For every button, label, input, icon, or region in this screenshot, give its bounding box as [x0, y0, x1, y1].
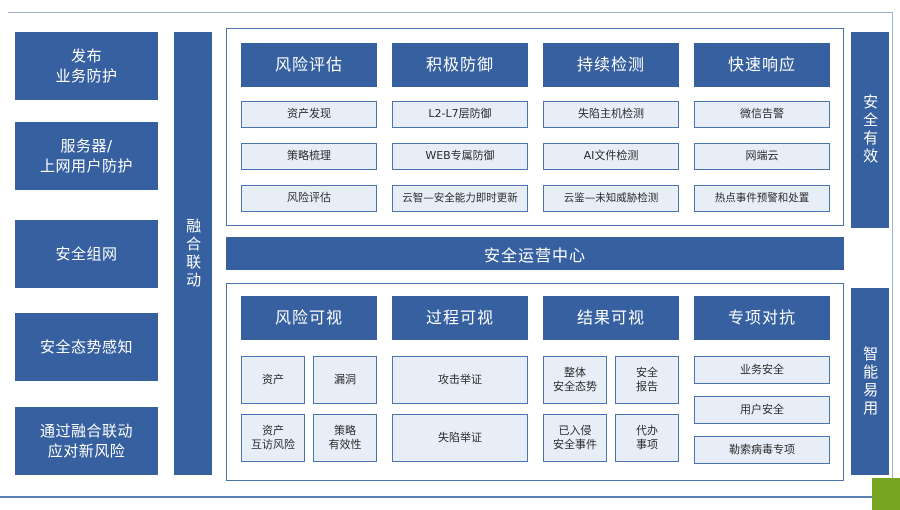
left-tile-line1: 发布 — [70, 46, 102, 65]
header-label: 结果可视 — [576, 308, 645, 328]
header-label: 风险可视 — [274, 308, 343, 328]
left-tile-line2: 上网用户防护 — [39, 157, 133, 175]
right-spine-security-effective[interactable]: 安全有效 — [851, 32, 889, 228]
header-label: 持续检测 — [576, 55, 645, 75]
left-tile-new-risk[interactable]: 通过融合联动 应对新风险 — [15, 407, 158, 475]
cell-line1: 漏洞 — [334, 372, 356, 386]
left-tile-line1: 安全态势感知 — [39, 337, 133, 356]
header-label: 过程可视 — [425, 308, 494, 328]
left-tile-publish[interactable]: 发布 业务防护 — [15, 32, 158, 100]
bottom-cell-security-report[interactable]: 安全 报告 — [615, 356, 679, 404]
top-cell[interactable]: 热点事件预警和处置 — [694, 185, 830, 212]
left-tile-situation-awareness[interactable]: 安全态势感知 — [15, 313, 158, 381]
top-cell[interactable]: 资产发现 — [241, 101, 377, 128]
top-cell[interactable]: L2-L7层防御 — [392, 101, 528, 128]
top-col-header-active-defense[interactable]: 积极防御 — [392, 43, 528, 87]
cell-line1: 已入侵 — [558, 423, 592, 437]
top-cell[interactable]: 策略梳理 — [241, 143, 377, 170]
green-accent-block — [872, 478, 900, 510]
right-spine-top-label: 安全有效 — [861, 94, 880, 166]
frame-line-top — [8, 12, 893, 13]
bottom-cell-business-security[interactable]: 业务安全 — [694, 356, 830, 384]
cell-line1: 策略 — [334, 423, 356, 437]
center-spine-fusion-linkage[interactable]: 融合联动 — [174, 32, 212, 475]
bottom-cell-intruded-events[interactable]: 已入侵 安全事件 — [543, 414, 607, 462]
bottom-col-header-risk-visible[interactable]: 风险可视 — [241, 296, 377, 340]
top-cell[interactable]: WEB专属防御 — [392, 143, 528, 170]
bottom-col-header-result-visible[interactable]: 结果可视 — [543, 296, 679, 340]
header-label: 积极防御 — [425, 55, 494, 75]
top-cell[interactable]: AI文件检测 — [543, 143, 679, 170]
header-label: 风险评估 — [274, 55, 343, 75]
bottom-cell-asset[interactable]: 资产 — [241, 356, 305, 404]
soc-bar[interactable]: 安全运营中心 — [226, 237, 844, 270]
left-tile-server-user[interactable]: 服务器/ 上网用户防护 — [15, 122, 158, 190]
bottom-cell-user-security[interactable]: 用户安全 — [694, 396, 830, 424]
top-cell[interactable]: 失陷主机检测 — [543, 101, 679, 128]
top-cell[interactable]: 风险评估 — [241, 185, 377, 212]
top-cell[interactable]: 云鉴—未知威胁检测 — [543, 185, 679, 212]
cell-label: 业务安全 — [740, 362, 784, 376]
cell-label: 网端云 — [745, 149, 779, 163]
right-spine-smart-easy[interactable]: 智能易用 — [851, 288, 889, 475]
cell-label: L2-L7层防御 — [428, 107, 492, 121]
cell-line2: 互访风险 — [251, 438, 295, 451]
cell-line2: 有效性 — [328, 438, 362, 451]
top-cell[interactable]: 网端云 — [694, 143, 830, 170]
cell-line1: 资产 — [262, 423, 284, 437]
cell-label: 热点事件预警和处置 — [714, 191, 810, 204]
cell-line2: 事项 — [636, 438, 658, 451]
bottom-cell-overall-posture[interactable]: 整体 安全态势 — [543, 356, 607, 404]
frame-line-right — [892, 12, 893, 498]
header-label: 快速响应 — [727, 55, 796, 75]
cell-label: WEB专属防御 — [425, 149, 495, 163]
bottom-cell-ransomware-special[interactable]: 勒索病毒专项 — [694, 436, 830, 464]
cell-label: 风险评估 — [287, 191, 331, 205]
cell-label: 微信告警 — [740, 107, 784, 121]
bottom-cell-todo-items[interactable]: 代办 事项 — [615, 414, 679, 462]
cell-line2: 安全事件 — [553, 438, 597, 451]
cell-label: 用户安全 — [740, 402, 784, 416]
bottom-cell-attack-evidence[interactable]: 攻击举证 — [392, 356, 528, 404]
top-cell[interactable]: 微信告警 — [694, 101, 830, 128]
bottom-cell-compromise-evidence[interactable]: 失陷举证 — [392, 414, 528, 462]
cell-label: 勒索病毒专项 — [729, 442, 795, 456]
left-tile-line2: 应对新风险 — [47, 442, 126, 460]
bottom-cell-asset-mutual-risk[interactable]: 资产 互访风险 — [241, 414, 305, 462]
right-spine-bottom-label: 智能易用 — [861, 345, 880, 418]
cell-label: 攻击举证 — [438, 372, 482, 386]
center-spine-label: 融合联动 — [184, 217, 203, 290]
cell-line1: 安全 — [636, 365, 658, 379]
header-label: 专项对抗 — [727, 308, 796, 328]
left-tile-line1: 通过融合联动 — [39, 421, 133, 440]
left-tile-secure-network[interactable]: 安全组网 — [15, 220, 158, 288]
top-col-header-rapid-response[interactable]: 快速响应 — [694, 43, 830, 87]
top-col-header-continuous-detection[interactable]: 持续检测 — [543, 43, 679, 87]
cell-label: 失陷主机检测 — [578, 107, 644, 121]
top-col-header-risk-assessment[interactable]: 风险评估 — [241, 43, 377, 87]
bottom-col-header-process-visible[interactable]: 过程可视 — [392, 296, 528, 340]
cell-line1: 整体 — [564, 365, 586, 379]
bottom-cell-policy-effectiveness[interactable]: 策略 有效性 — [313, 414, 377, 462]
cell-label: 失陷举证 — [438, 430, 482, 444]
frame-line-bottom — [0, 496, 893, 498]
cell-label: 资产发现 — [287, 107, 331, 121]
cell-label: AI文件检测 — [583, 149, 639, 163]
left-tile-line1: 安全组网 — [55, 244, 118, 263]
cell-label: 云鉴—未知威胁检测 — [563, 191, 659, 204]
cell-label: 云智—安全能力即时更新 — [402, 191, 518, 204]
cell-line1: 代办 — [636, 423, 658, 437]
cell-label: 策略梳理 — [287, 149, 331, 163]
cell-line2: 安全态势 — [553, 380, 597, 393]
left-tile-line1: 服务器/ — [60, 136, 113, 155]
bottom-col-header-special-defense[interactable]: 专项对抗 — [694, 296, 830, 340]
top-cell[interactable]: 云智—安全能力即时更新 — [392, 185, 528, 212]
cell-line1: 资产 — [262, 372, 284, 386]
soc-bar-label: 安全运营中心 — [483, 245, 586, 265]
bottom-cell-vulnerability[interactable]: 漏洞 — [313, 356, 377, 404]
left-tile-line2: 业务防护 — [55, 67, 118, 85]
cell-line2: 报告 — [636, 380, 658, 393]
